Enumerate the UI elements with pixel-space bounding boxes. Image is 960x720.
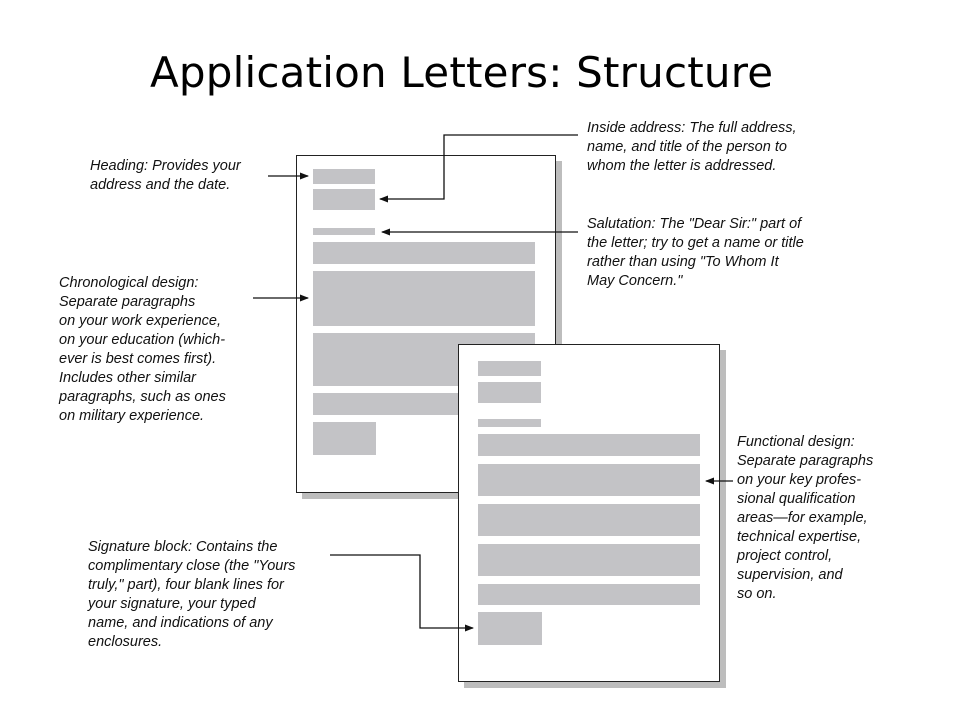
chronological-callout: Chronological design: Separate paragraph… (59, 275, 226, 424)
salutation-callout: Salutation: The "Dear Sir:" part of the … (587, 216, 804, 289)
chronological-letter-page (296, 155, 556, 493)
signature-callout: Signature block: Contains the compliment… (88, 539, 296, 650)
signature-block (313, 422, 376, 455)
paragraph-block (313, 271, 535, 326)
signature-arrow (330, 554, 474, 632)
paragraph-block (478, 544, 700, 576)
inside-address-block (313, 189, 375, 210)
salutation-block (478, 419, 541, 427)
paragraph-block (313, 242, 535, 264)
functional-callout: Functional design: Separate paragraphs o… (737, 434, 874, 602)
paragraph-block (478, 584, 700, 605)
salutation-block (313, 228, 375, 235)
inside-address-block (478, 382, 541, 403)
inside-address-arrow (379, 134, 578, 203)
heading-callout: Heading: Provides your address and the d… (90, 158, 241, 193)
inside-address-callout: Inside address: The full address, name, … (587, 120, 797, 174)
signature-block (478, 612, 542, 645)
heading-block (478, 361, 541, 376)
heading-block (313, 169, 375, 184)
slide-title: Application Letters: Structure (150, 48, 774, 97)
paragraph-block (478, 464, 700, 496)
paragraph-block (478, 504, 700, 536)
functional-letter-page (458, 344, 720, 682)
paragraph-block (478, 434, 700, 456)
